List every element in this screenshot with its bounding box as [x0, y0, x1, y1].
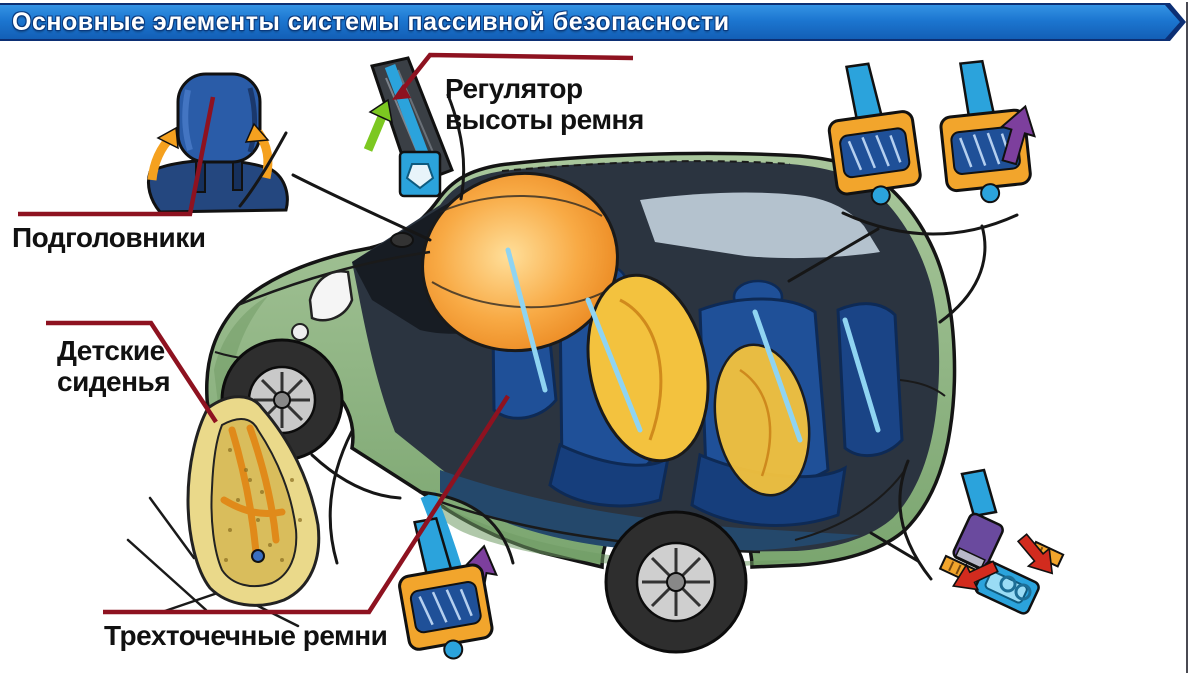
front-door-arc [310, 453, 402, 500]
leader-headrests [18, 96, 216, 217]
rear-wheel [604, 510, 748, 654]
leader-belt-height-adjuster [397, 52, 634, 96]
child-seat-illustration [126, 395, 321, 628]
child-seat-arc [328, 429, 354, 565]
adjuster-to-car-line [446, 93, 466, 201]
headrest-motion-arrows [147, 122, 273, 181]
front-airbag [421, 171, 619, 353]
label-child-seats: Детские сиденья [57, 335, 171, 397]
headrest-illustration [146, 72, 289, 214]
seat-belts [505, 247, 881, 443]
cabin-floor [440, 470, 860, 552]
retractor-to-roof-line [787, 227, 880, 283]
connector-arcs [238, 93, 1019, 581]
retractor-to-seat-line [938, 224, 987, 324]
page-right-border [1186, 2, 1188, 673]
title-bar: Основные элементы системы пассивной безо… [0, 3, 1186, 41]
belt-buckle-pretensioner-illustration [938, 468, 1065, 615]
floor-belt-retractor-illustration [387, 492, 502, 668]
belt-retractor-left-illustration [819, 57, 926, 212]
side-airbag [586, 273, 710, 463]
car-to-buckle-line [869, 531, 920, 563]
rear-side-airbag [713, 343, 811, 497]
headrest-arc [238, 131, 288, 208]
label-child-seats-line1: Детские [57, 335, 165, 366]
leader-three-point-belts [103, 394, 510, 615]
adjuster-arrow [363, 98, 393, 152]
far-side-window [640, 192, 880, 259]
car-illustration [205, 151, 957, 654]
label-belt-height-adjuster: Регулятор высоты ремня [445, 73, 644, 135]
retractors-arc [841, 211, 1019, 236]
label-belt-height-adjuster-line1: Регулятор [445, 73, 583, 104]
leader-arrowhead-adjuster [392, 84, 411, 100]
page-title: Основные элементы системы пассивной безо… [0, 5, 1180, 39]
interior-cutaway [352, 161, 940, 552]
belt-retractor-right-illustration [933, 56, 1043, 209]
label-belt-height-adjuster-line2: высоты ремня [445, 104, 644, 135]
leader-child-seats [46, 320, 218, 424]
belt-height-adjuster-illustration [363, 56, 454, 198]
label-headrests: Подголовники [12, 222, 206, 253]
side-mirror [390, 232, 414, 248]
buckle-arc [898, 459, 933, 581]
car-body-shading [430, 498, 800, 568]
headlight [308, 269, 354, 322]
label-child-seats-line2: сиденья [57, 366, 171, 397]
child-seat-speckles [224, 448, 302, 562]
headrest-to-car-line [291, 173, 432, 242]
floor-retractor-arc [418, 490, 515, 565]
fog-light [291, 323, 309, 341]
child-seat-harness [220, 424, 286, 556]
label-three-point-belts: Трехточечные ремни [104, 620, 388, 651]
leader-lines [18, 52, 634, 615]
